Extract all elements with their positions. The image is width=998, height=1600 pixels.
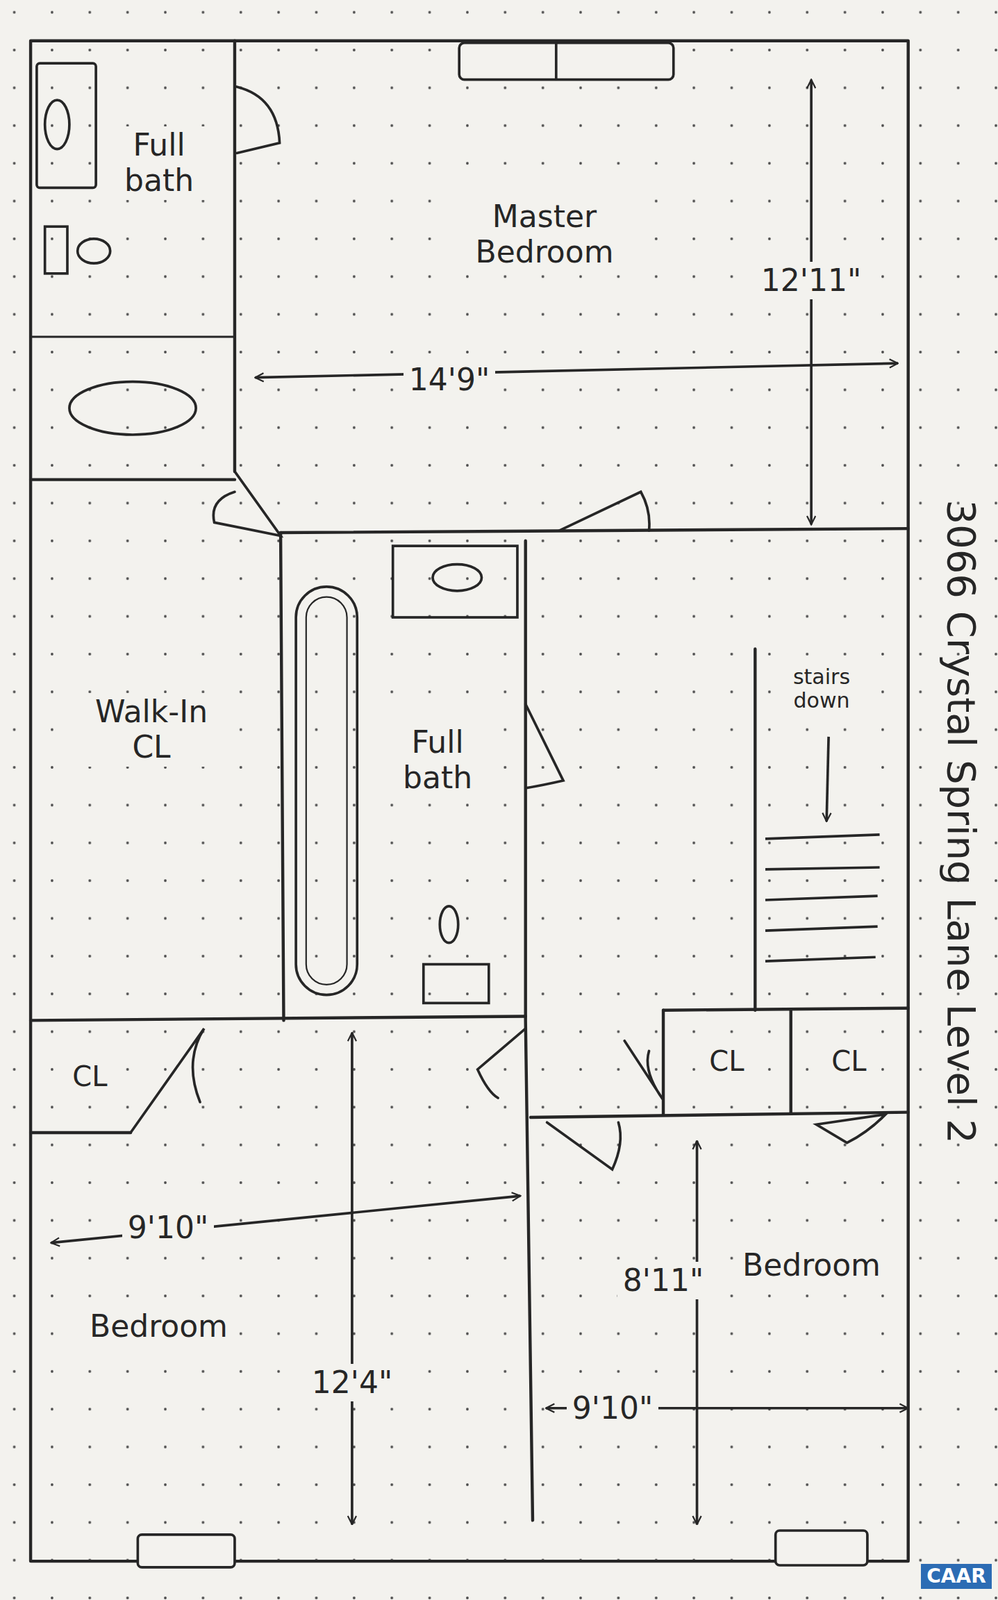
door-swings <box>816 1114 886 1144</box>
dimension-label: 14'9" <box>403 361 496 400</box>
walls <box>753 649 757 1011</box>
walls <box>280 532 284 1021</box>
walls <box>233 40 237 472</box>
windows <box>775 1530 868 1566</box>
bath-fixtures <box>423 964 489 1004</box>
bath-fixtures <box>432 564 482 592</box>
door-swings <box>130 1028 205 1133</box>
walls <box>30 1131 131 1135</box>
room-name: Walk-In CL <box>81 693 221 767</box>
stairs <box>765 895 878 901</box>
dimension-arrows <box>254 363 898 378</box>
room-label: Full bath <box>385 723 490 797</box>
door-swings <box>559 491 650 531</box>
door-swings <box>236 86 280 154</box>
walls <box>789 1010 793 1113</box>
dimension-arrows <box>695 1141 699 1525</box>
bath-fixtures <box>45 100 70 150</box>
room-label: Master Bedroom <box>440 197 649 271</box>
dimension-label: 9'10" <box>566 1389 659 1428</box>
room-name: Full bath <box>100 126 219 200</box>
room-name: Master Bedroom <box>440 197 649 271</box>
door-swings <box>547 1122 621 1170</box>
dimension-arrows <box>350 1032 354 1525</box>
stairs <box>765 867 880 870</box>
walls <box>30 477 235 481</box>
stairs <box>765 834 880 839</box>
room-name: CL <box>704 1043 748 1079</box>
closet-label: CL <box>66 1059 114 1094</box>
windows <box>554 43 558 80</box>
walls <box>280 528 909 533</box>
room-name: Bedroom <box>738 1246 885 1285</box>
closet-label: CL <box>825 1043 873 1079</box>
dimension-label: 12'11" <box>755 261 867 301</box>
bath-fixtures <box>45 226 68 274</box>
walls <box>530 1112 909 1118</box>
bath-fixtures <box>77 238 111 264</box>
dimension-arrows <box>809 79 813 526</box>
room-label: Walk-In CL <box>81 693 221 767</box>
closet-label: CL <box>703 1043 751 1079</box>
stairs-note: stairs down <box>770 663 873 715</box>
room-name: Bedroom <box>85 1307 232 1346</box>
room-name: CL <box>827 1043 871 1079</box>
bath-fixtures <box>393 545 518 618</box>
bath-fixtures <box>439 906 458 944</box>
stairs <box>765 736 880 962</box>
bath-fixtures <box>69 381 196 435</box>
walls <box>30 1016 526 1021</box>
room-label: Bedroom <box>83 1307 234 1346</box>
dimension-label: 8'11" <box>617 1261 710 1301</box>
windows <box>459 43 674 80</box>
bath-fixtures <box>295 586 357 996</box>
walls <box>30 40 909 1562</box>
walls <box>30 335 235 338</box>
door-swings <box>624 1041 664 1101</box>
stairs <box>765 957 876 962</box>
door-swings <box>130 86 886 1170</box>
bath-fixtures <box>306 597 348 985</box>
windows <box>137 43 868 1568</box>
stairs <box>765 926 878 931</box>
walls <box>525 541 533 1521</box>
bath-fixtures <box>36 63 96 188</box>
windows <box>137 1534 235 1568</box>
walls <box>663 1008 909 1011</box>
door-swings <box>525 704 564 788</box>
watermark-logo: CAAR <box>920 1564 992 1590</box>
dimension-arrows <box>50 79 908 1526</box>
room-name: Full bath <box>385 723 490 797</box>
room-name: CL <box>68 1059 112 1094</box>
door-swings <box>213 471 281 537</box>
door-swings <box>477 1028 526 1099</box>
room-label: Full bath <box>100 126 219 200</box>
walls <box>30 40 909 1562</box>
stairs <box>826 736 829 822</box>
dimension-label: 9'10" <box>122 1209 214 1248</box>
room-label: Bedroom <box>736 1246 887 1285</box>
plan-title: 3066 Crystal Spring Lane Level 2 <box>937 493 985 1149</box>
dimension-label: 12'4" <box>306 1364 398 1403</box>
